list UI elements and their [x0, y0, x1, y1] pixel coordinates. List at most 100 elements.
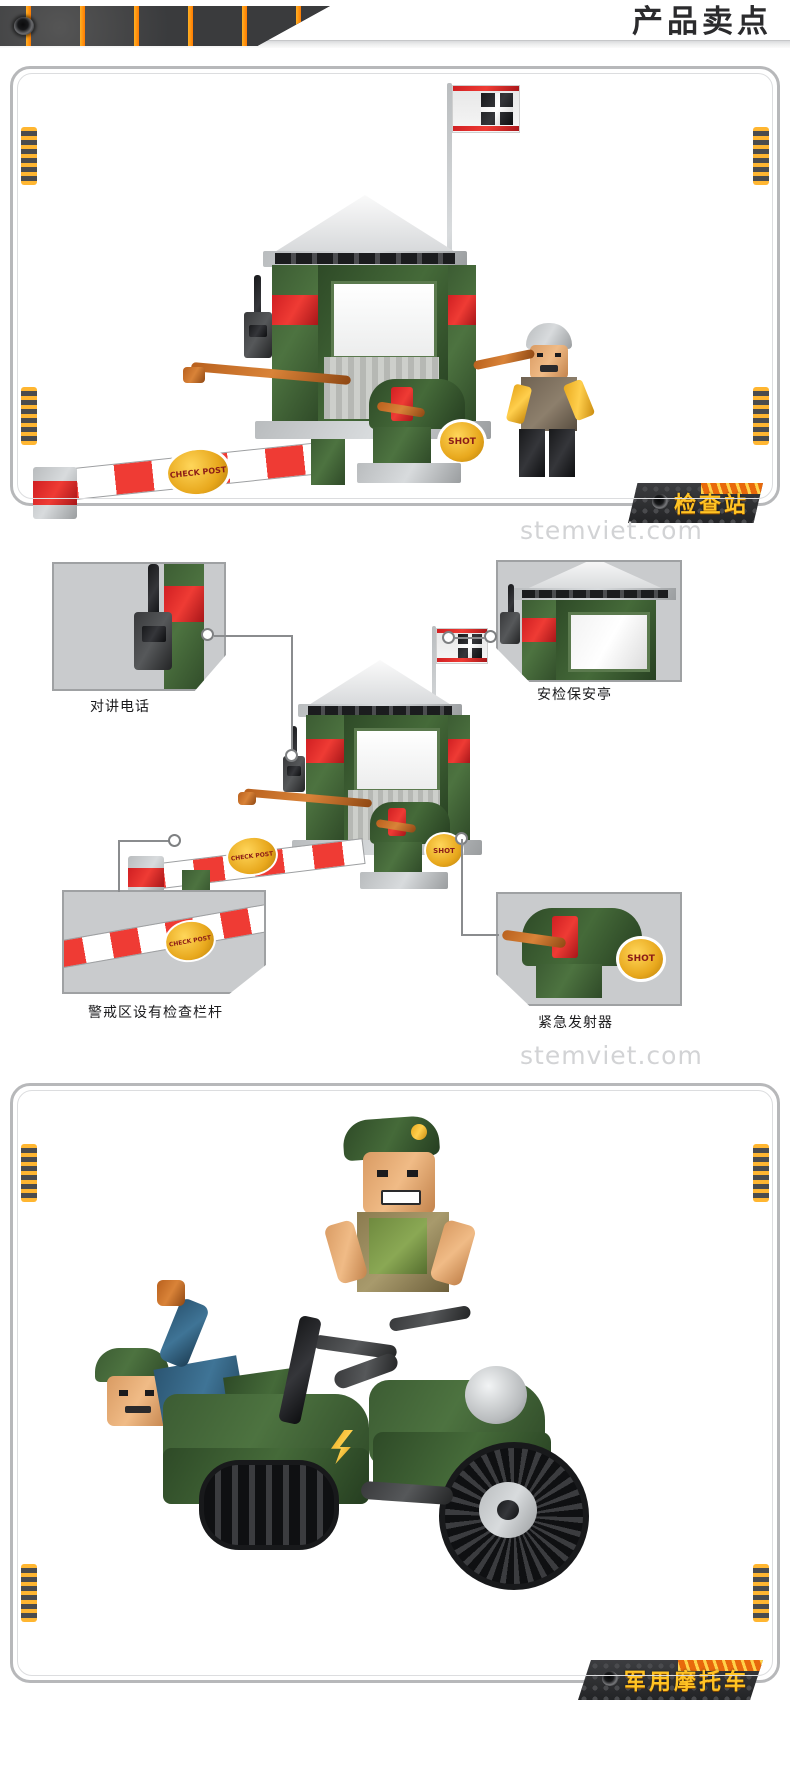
booth-red-stripe-right	[448, 739, 470, 763]
callout-anchor-dot	[168, 834, 181, 847]
launcher-mount	[374, 842, 422, 874]
shot-label: SHOT	[448, 437, 476, 447]
hazard-stripe-icon	[21, 1564, 37, 1622]
callout-anchor-dot	[442, 631, 455, 644]
callout-leader-line	[461, 934, 499, 936]
nameplate-label: 检查站	[673, 493, 749, 518]
panel-features: CHECK POST SHOT 对讲电话 安检保安亭	[0, 550, 790, 1050]
callout-walkie-talkie	[52, 562, 226, 691]
launcher-mount	[536, 964, 602, 998]
callout-anchor-dot	[201, 628, 214, 641]
roof-trim	[522, 590, 668, 598]
soldier-eye-left	[537, 353, 543, 357]
walkie-talkie-screen	[249, 325, 267, 337]
booth-red-stripe-left	[306, 739, 344, 763]
hazard-stripe-icon	[677, 1660, 763, 1671]
hazard-stripe-icon	[700, 483, 763, 494]
passenger-eye-right	[145, 1390, 154, 1396]
callout-barrier-gate: CHECK POST	[62, 890, 266, 994]
bullet-hole-icon	[651, 494, 668, 509]
bullet-hole-icon	[14, 17, 34, 35]
header-tag-shape	[0, 6, 330, 46]
callout-anchor-dot	[285, 749, 298, 762]
booth-window	[331, 281, 437, 359]
booth-window	[354, 728, 440, 792]
soldier-head	[530, 345, 568, 379]
callout-caption-emergency-launcher: 紧急发射器	[538, 1015, 613, 1031]
callout-caption-barrier-gate: 警戒区设有检查栏杆	[88, 1005, 223, 1021]
shot-roundel: SHOT	[616, 936, 666, 982]
booth-left-wall	[306, 715, 344, 843]
rider-mouth	[381, 1190, 421, 1205]
callout-anchor-dot	[484, 630, 497, 643]
shot-label: SHOT	[627, 954, 655, 964]
roof-trim	[275, 253, 455, 264]
rider-vest	[369, 1218, 427, 1274]
booth-window	[568, 612, 650, 672]
shot-roundel: SHOT	[437, 419, 487, 465]
callout-leader-line	[214, 635, 292, 637]
panel-motorcycle: 军用摩托车	[10, 1083, 780, 1700]
rider-eye-right	[407, 1170, 418, 1177]
callout-leader-line	[118, 840, 120, 892]
watermark-middle: stemviet.com	[520, 1041, 703, 1070]
handlebar-right	[388, 1304, 472, 1333]
passenger-hand	[157, 1280, 185, 1306]
barrier-end-red	[33, 481, 77, 505]
orange-rod-tip	[238, 792, 256, 805]
callout-guard-booth	[496, 560, 682, 682]
check-post-label: CHECK POST	[169, 464, 227, 480]
rear-wheel	[439, 1442, 589, 1590]
rear-axle	[497, 1500, 519, 1520]
passenger-mouth	[125, 1406, 151, 1413]
nameplate-label: 军用摩托车	[623, 1670, 749, 1695]
antenna-rod	[508, 584, 514, 626]
watermark-top: stemviet.com	[520, 516, 703, 545]
booth-left-wall	[272, 265, 318, 425]
antenna-rod	[254, 275, 261, 337]
hazard-stripe-icon	[753, 1144, 769, 1202]
panel-nameplate-checkpoint: 检查站	[628, 483, 763, 523]
booth-red-stripe-left	[522, 618, 556, 642]
passenger-arm-raised	[157, 1296, 211, 1370]
hazard-stripe-icon	[753, 1564, 769, 1622]
booth-red-stripe-left	[272, 295, 318, 325]
sidecar-track	[199, 1460, 339, 1550]
soldier-eye-right	[555, 353, 561, 357]
soldier-mouth	[540, 365, 558, 372]
hazard-stripe-icon	[753, 127, 769, 185]
page-title: 产品卖点	[632, 4, 772, 40]
callout-leader-line	[455, 637, 485, 639]
barrier-end-red	[128, 868, 164, 887]
launcher-base	[357, 463, 461, 483]
hazard-stripe-icon	[21, 127, 37, 185]
callout-emergency-launcher: SHOT	[496, 892, 682, 1006]
check-post-label: CHECK POST	[230, 849, 274, 863]
beret-badge-icon	[411, 1124, 427, 1140]
antenna-rod	[148, 564, 159, 620]
booth-roof	[270, 195, 460, 255]
hazard-stripe-icon	[753, 387, 769, 445]
flag-pole	[447, 83, 452, 383]
booth-red-stripe-right	[448, 295, 476, 325]
check-post-label: CHECK POST	[168, 933, 212, 949]
launcher-base	[360, 872, 448, 889]
flag	[452, 85, 520, 133]
callout-caption-guard-booth: 安检保安亭	[537, 687, 612, 703]
walkie-talkie-body	[500, 612, 520, 644]
walkie-talkie-screen	[287, 766, 301, 776]
barrier-post	[311, 439, 345, 485]
roof-trim	[308, 706, 452, 715]
callout-leader-line	[118, 840, 170, 842]
soldier-leg-right	[549, 429, 575, 477]
callout-caption-walkie-talkie: 对讲电话	[90, 699, 150, 715]
soldier-helmet	[526, 323, 572, 349]
shot-label: SHOT	[433, 846, 455, 855]
launcher-mount	[373, 427, 431, 465]
panel-checkpoint: CHECK POST SHOT 检查站	[10, 66, 780, 523]
orange-rod-tip	[183, 367, 205, 383]
hazard-stripe-icon	[21, 1144, 37, 1202]
passenger-eye-left	[119, 1390, 128, 1396]
headlight	[465, 1366, 527, 1424]
soldier-weapon	[472, 348, 536, 371]
